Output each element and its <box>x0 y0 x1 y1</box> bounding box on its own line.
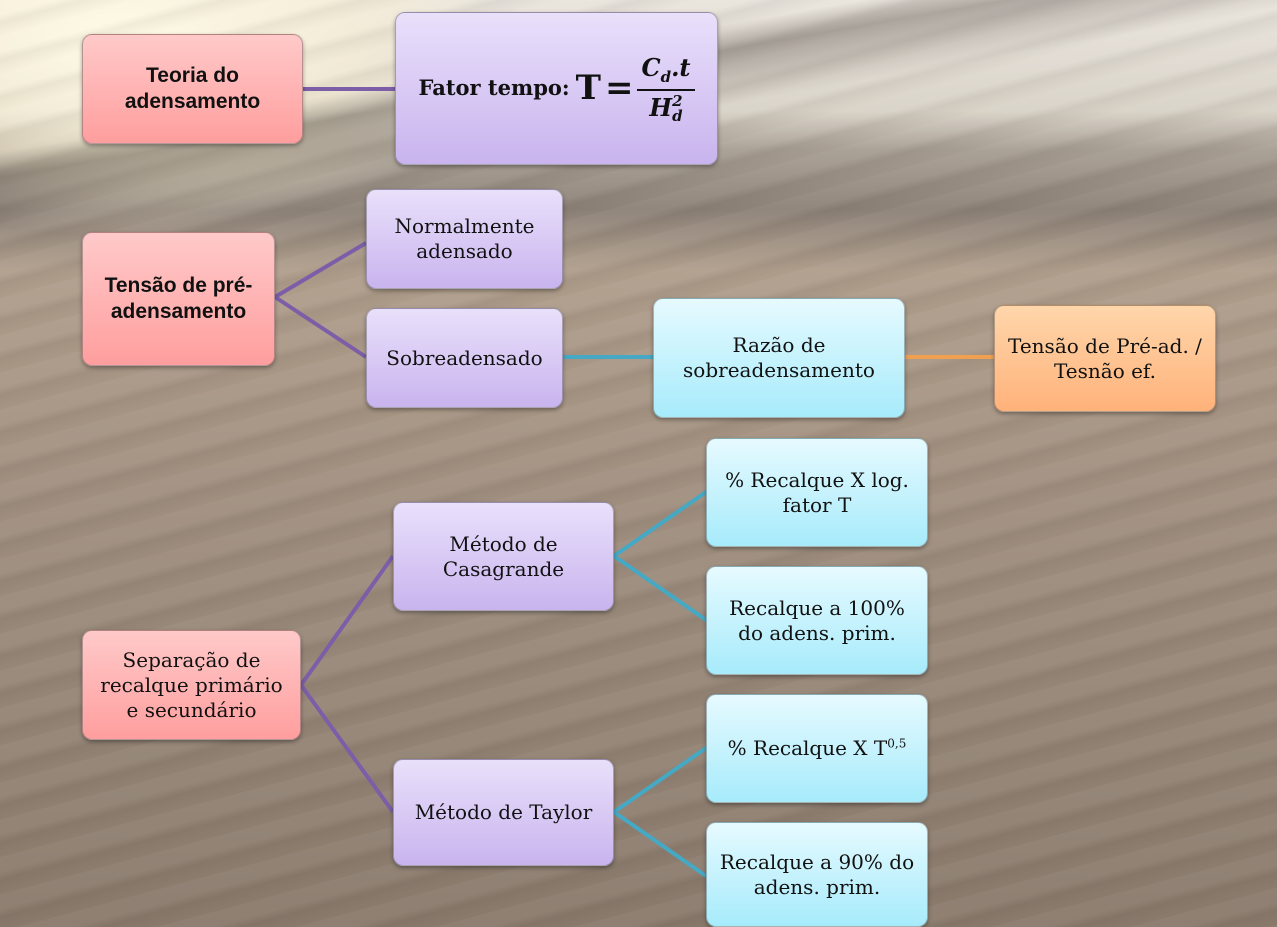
fator-T: T <box>575 68 601 109</box>
tensao-ratio-box: Tensão de Pré-ad. / Tesnão ef. <box>994 305 1216 412</box>
tay-1-exponent: 0,5 <box>887 736 907 751</box>
link-tay-1 <box>612 746 708 814</box>
sobreadensado-box: Sobreadensado <box>366 308 563 408</box>
link-tensao-sobre <box>273 295 368 359</box>
sobre-label: Sobreadensado <box>386 345 543 370</box>
teoria-do-adensamento-box: Teoria do adensamento <box>82 34 303 144</box>
taylor-label: Método de Taylor <box>414 800 593 824</box>
cas-2-label: Recalque a 100% do adens. prim. <box>729 595 905 645</box>
link-sep-casagrande <box>299 554 395 687</box>
fraction-numerator: Cd.t <box>637 53 695 91</box>
tay-1-label: % Recalque X T0,5 <box>727 736 907 760</box>
cas-1-label: % Recalque X log. fator T <box>725 467 909 517</box>
link-tensao-normal <box>273 241 368 299</box>
tensao-pre-adensamento-box: Tensão de pré-adensamento <box>82 232 275 366</box>
recalque-100-box: Recalque a 100% do adens. prim. <box>706 566 928 675</box>
metodo-casagrande-box: Método de Casagrande <box>393 502 614 611</box>
separacao-label: Separação de recalque primário e secundá… <box>100 647 283 722</box>
recalque-log-fator-box: % Recalque X log. fator T <box>706 438 928 547</box>
link-cas-2 <box>612 554 708 622</box>
normalmente-adensado-box: Normalmente adensado <box>366 189 563 289</box>
fator-label: Fator tempo: <box>418 75 570 101</box>
separacao-recalque-box: Separação de recalque primário e secundá… <box>82 630 301 740</box>
recalque-raiz-t-box: % Recalque X T0,5 <box>706 694 928 803</box>
razao-sobreadensamento-box: Razão de sobreadensamento <box>653 298 905 418</box>
metodo-taylor-box: Método de Taylor <box>393 759 614 866</box>
recalque-90-box: Recalque a 90% do adens. prim. <box>706 822 928 927</box>
teoria-label: Teoria do adensamento <box>124 63 261 113</box>
link-sep-taylor <box>299 683 395 814</box>
tay-2-label: Recalque a 90% do adens. prim. <box>719 849 915 899</box>
tensao-ratio-label: Tensão de Pré-ad. / Tesnão ef. <box>1008 333 1202 383</box>
razao-label: Razão de sobreadensamento <box>683 333 875 382</box>
casagrande-label: Método de Casagrande <box>442 531 565 581</box>
normal-label: Normalmente adensado <box>394 214 535 263</box>
link-tay-2 <box>612 810 708 878</box>
fator-eq: = <box>604 68 634 109</box>
link-cas-1 <box>612 490 708 558</box>
tensao-pre-label: Tensão de pré-adensamento <box>104 273 253 323</box>
